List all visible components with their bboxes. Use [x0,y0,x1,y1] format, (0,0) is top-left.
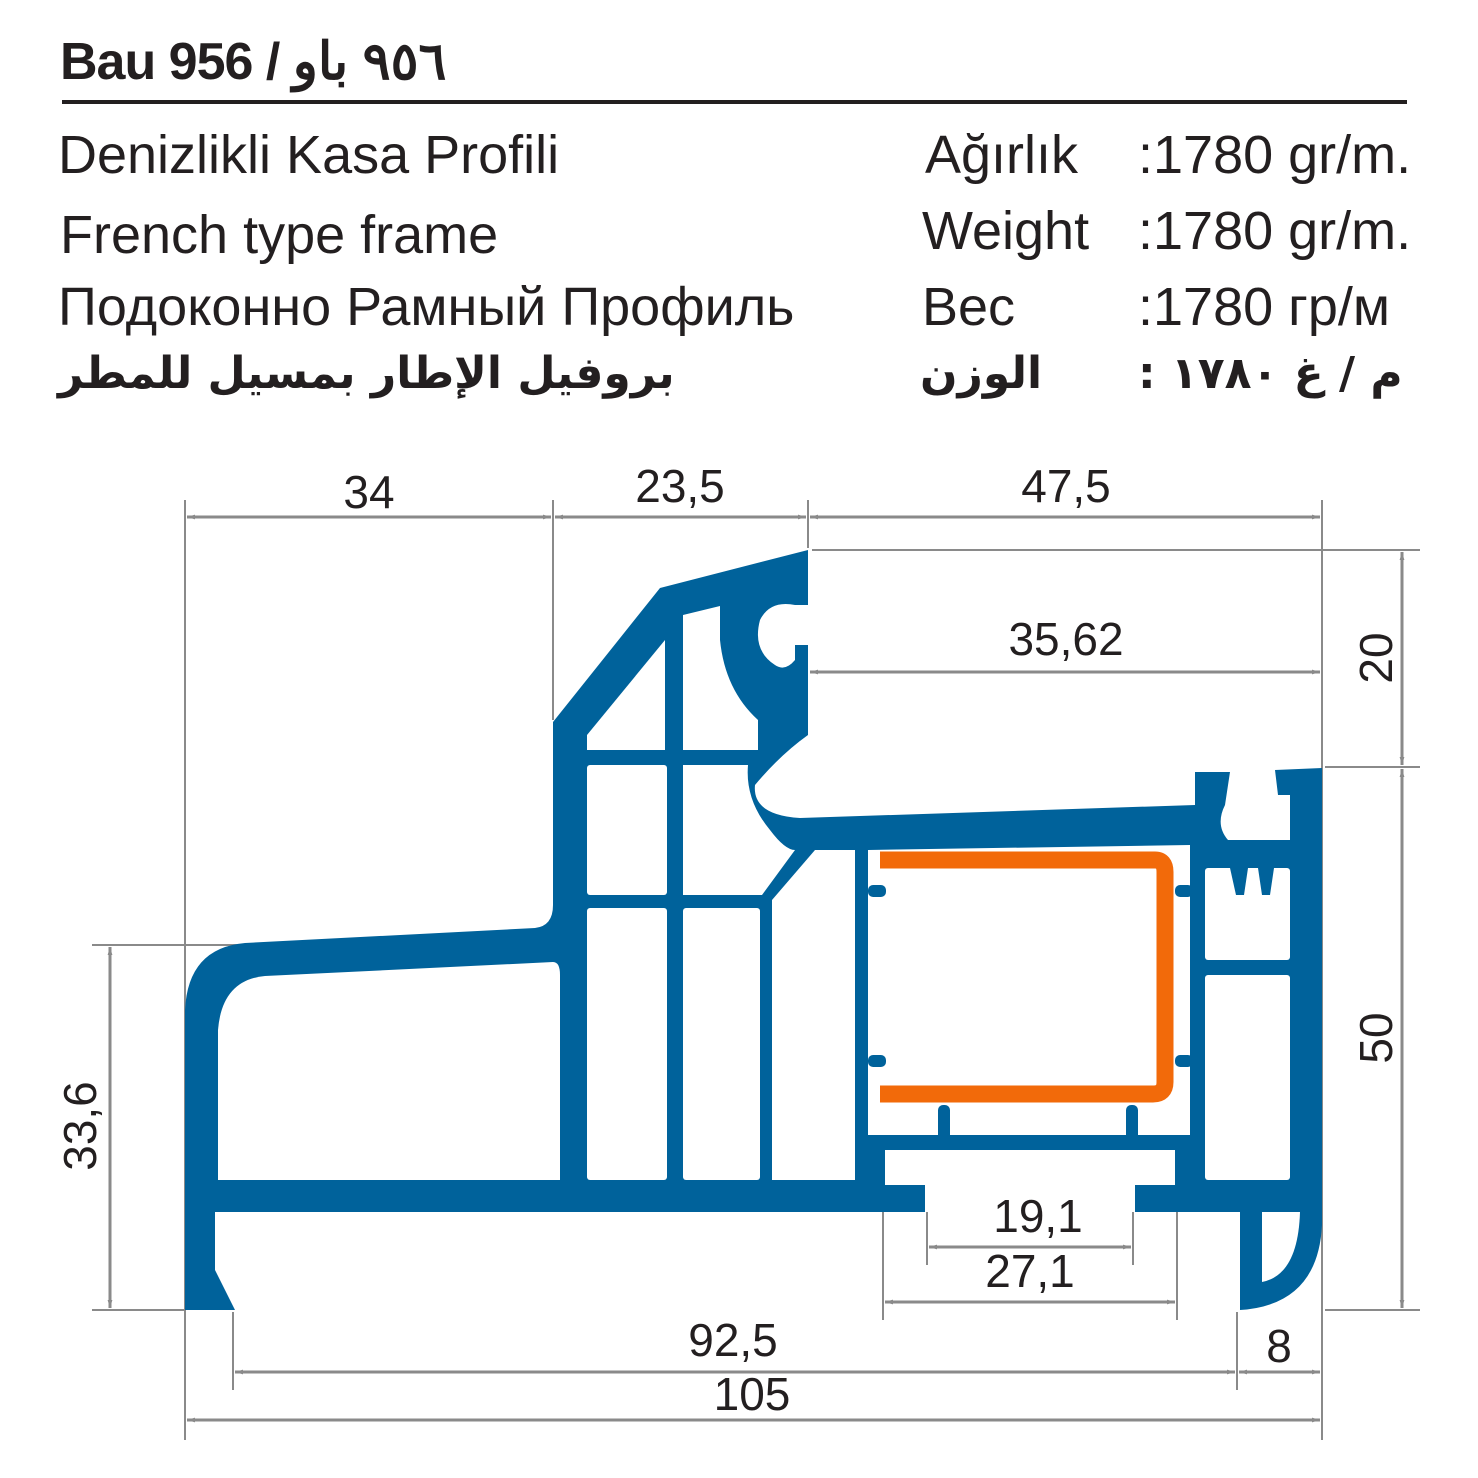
weight-label-arabic: الوزن [920,348,1043,399]
name-arabic: بروفيل الإطار بمسيل للمطر [58,348,675,399]
weight-value-arabic: : م / غ ١٧٨٠ [1138,348,1403,399]
weight-label-english: Weight [922,201,1090,261]
dim-label-33-6: 33,6 [54,1081,106,1171]
profile-title: Bau 956 / ٩٥٦ باو [60,33,447,91]
weight-value-english: :1780 gr/m. [1138,201,1412,261]
profile-ribs [868,868,1274,1140]
weight-label-russian: Вес [922,277,1016,337]
dim-label-23-5: 23,5 [635,460,725,512]
dim-label-27-1: 27,1 [985,1245,1075,1297]
steel-reinforcement [880,851,1174,1103]
name-english: French type frame [60,205,499,265]
dim-label-20: 20 [1350,632,1402,683]
weight-label-turkish: Ağırlık [925,125,1079,185]
title-divider [62,100,1407,104]
dim-label-8: 8 [1266,1320,1292,1372]
dim-label-105: 105 [714,1368,791,1420]
dim-label-47-5: 47,5 [1021,460,1111,512]
name-turkish: Denizlikli Kasa Profili [58,125,560,185]
dim-label-35-62: 35,62 [1008,613,1123,665]
weight-value-turkish: :1780 gr/m. [1138,125,1412,185]
weight-value-russian: :1780 гр/м [1138,277,1390,337]
dim-label-92-5: 92,5 [688,1314,778,1366]
profile-chambers [218,606,1300,1282]
dim-label-50: 50 [1350,1012,1402,1063]
dim-label-34: 34 [343,466,394,518]
dim-label-19-1: 19,1 [993,1190,1083,1242]
name-russian: Подоконно Рамный Профиль [58,277,795,337]
